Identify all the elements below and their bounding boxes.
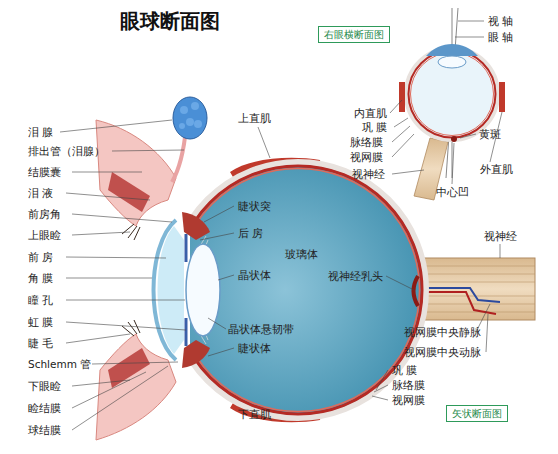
part-label: 睫 毛	[28, 337, 53, 350]
part-label: 视 轴	[488, 15, 513, 28]
part-label: 中心凹	[436, 186, 469, 199]
part-label: 前 房	[28, 251, 53, 264]
part-label: 视网膜	[350, 151, 383, 164]
part-label: 视网膜中央静脉	[404, 326, 481, 339]
part-label: 排出管（泪腺）	[28, 145, 105, 158]
panel-tag: 矢状断面图	[446, 405, 508, 422]
part-label: 晶状体悬韧带	[228, 323, 294, 336]
part-label: Schlemm 管	[28, 358, 91, 371]
part-label: 下眼睑	[28, 380, 61, 393]
part-label: 泪 液	[28, 187, 53, 200]
panel-tag: 右眼横断面图	[318, 26, 390, 43]
part-label: 视网膜	[392, 394, 425, 407]
part-label: 后 房	[238, 227, 263, 240]
part-label: 下直肌	[238, 408, 271, 421]
part-label: 瞳 孔	[28, 294, 53, 307]
part-label: 球结膜	[28, 424, 61, 437]
part-label: 巩 膜	[362, 121, 387, 134]
part-label: 睫状体	[238, 342, 271, 355]
part-label: 结膜囊	[28, 166, 61, 179]
part-label: 晶状体	[238, 269, 271, 282]
part-label: 外直肌	[480, 163, 513, 176]
part-label: 玻璃体	[285, 248, 318, 261]
part-label: 脉络膜	[392, 379, 425, 392]
part-label: 睑结膜	[28, 402, 61, 415]
part-label: 视神经	[484, 230, 517, 243]
panel-tag-text: 右眼横断面图	[324, 28, 384, 41]
panel-tag-text: 矢状断面图	[452, 407, 502, 420]
part-label: 视神经	[352, 168, 385, 181]
part-label: 黄斑	[479, 128, 501, 141]
part-label: 角 膜	[28, 272, 53, 285]
part-label: 巩 膜	[392, 364, 417, 377]
part-label: 眼 轴	[488, 31, 513, 44]
part-label: 睫状突	[238, 200, 271, 213]
part-label: 泪 腺	[28, 126, 53, 139]
part-label: 视神经乳头	[328, 270, 383, 283]
part-label: 上眼睑	[28, 229, 61, 242]
part-label: 脉络膜	[350, 136, 383, 149]
part-label: 前房角	[28, 208, 61, 221]
part-label: 视网膜中央动脉	[404, 346, 481, 359]
part-label: 内直肌	[354, 107, 387, 120]
part-label: 虹 膜	[28, 316, 53, 329]
part-label: 上直肌	[238, 112, 271, 125]
diagram-title: 眼球断面图	[120, 8, 220, 35]
